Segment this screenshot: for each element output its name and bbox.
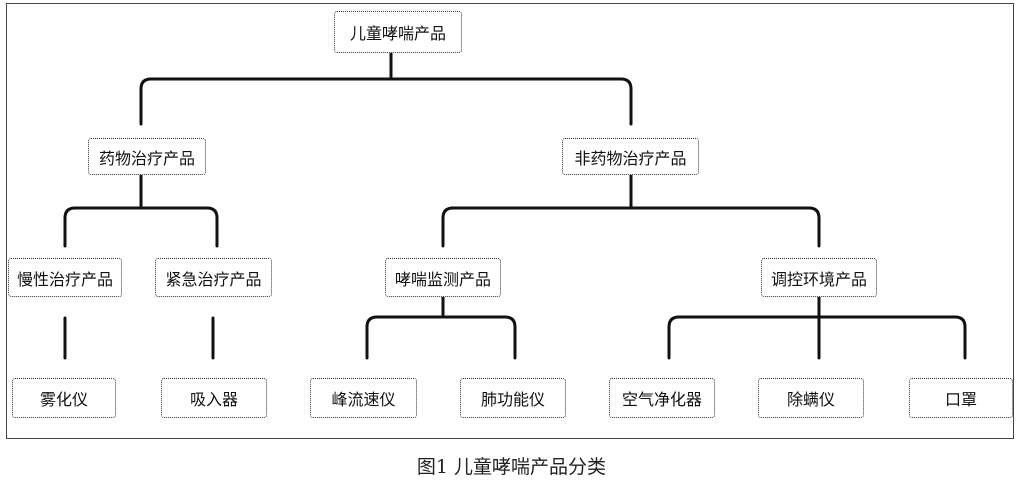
node-peak-flow-meter: 峰流速仪 <box>310 378 417 418</box>
node-chronic-treatment-label: 慢性治疗产品 <box>16 269 113 289</box>
node-root-label: 儿童哮喘产品 <box>349 24 446 43</box>
node-non-drug-treatment: 非药物治疗产品 <box>562 138 699 175</box>
node-air-purifier: 空气净化器 <box>609 378 715 418</box>
node-peak-flow-meter-label: 峰流速仪 <box>331 390 396 409</box>
connector-level1-bracket <box>139 77 633 126</box>
node-emergency-treatment-label: 紧急治疗产品 <box>165 269 262 289</box>
node-lung-function-meter: 肺功能仪 <box>460 378 566 418</box>
connector-monitor-bracket <box>365 315 517 360</box>
node-mite-remover: 除螨仪 <box>758 378 864 418</box>
node-mask: 口罩 <box>909 378 1013 418</box>
diagram-frame <box>6 3 1014 439</box>
node-environment-control: 调控环境产品 <box>761 258 877 297</box>
node-mask-label: 口罩 <box>944 390 977 409</box>
node-root: 儿童哮喘产品 <box>334 11 462 53</box>
node-air-purifier-label: 空气净化器 <box>621 390 702 409</box>
node-drug-treatment-label: 药物治疗产品 <box>98 148 195 168</box>
node-asthma-monitoring-label: 哮喘监测产品 <box>394 269 491 289</box>
figure-caption: 图1 儿童哮喘产品分类 <box>416 456 607 478</box>
node-environment-control-label: 调控环境产品 <box>770 269 867 289</box>
node-mite-remover-label: 除螨仪 <box>786 390 835 409</box>
node-nebulizer: 雾化仪 <box>12 378 116 418</box>
node-emergency-treatment: 紧急治疗产品 <box>155 258 272 297</box>
node-inhaler: 吸入器 <box>161 378 267 418</box>
node-asthma-monitoring: 哮喘监测产品 <box>385 258 501 297</box>
node-lung-function-meter-label: 肺功能仪 <box>480 390 545 409</box>
node-drug-treatment: 药物治疗产品 <box>88 138 206 175</box>
node-nebulizer-label: 雾化仪 <box>39 390 88 409</box>
node-chronic-treatment: 慢性治疗产品 <box>8 258 122 297</box>
connector-environment-bracket <box>667 315 967 360</box>
connector-non-drug-bracket <box>441 206 821 248</box>
connector-drug-bracket <box>63 206 219 248</box>
node-non-drug-treatment-label: 非药物治疗产品 <box>574 148 687 168</box>
node-inhaler-label: 吸入器 <box>189 390 238 409</box>
